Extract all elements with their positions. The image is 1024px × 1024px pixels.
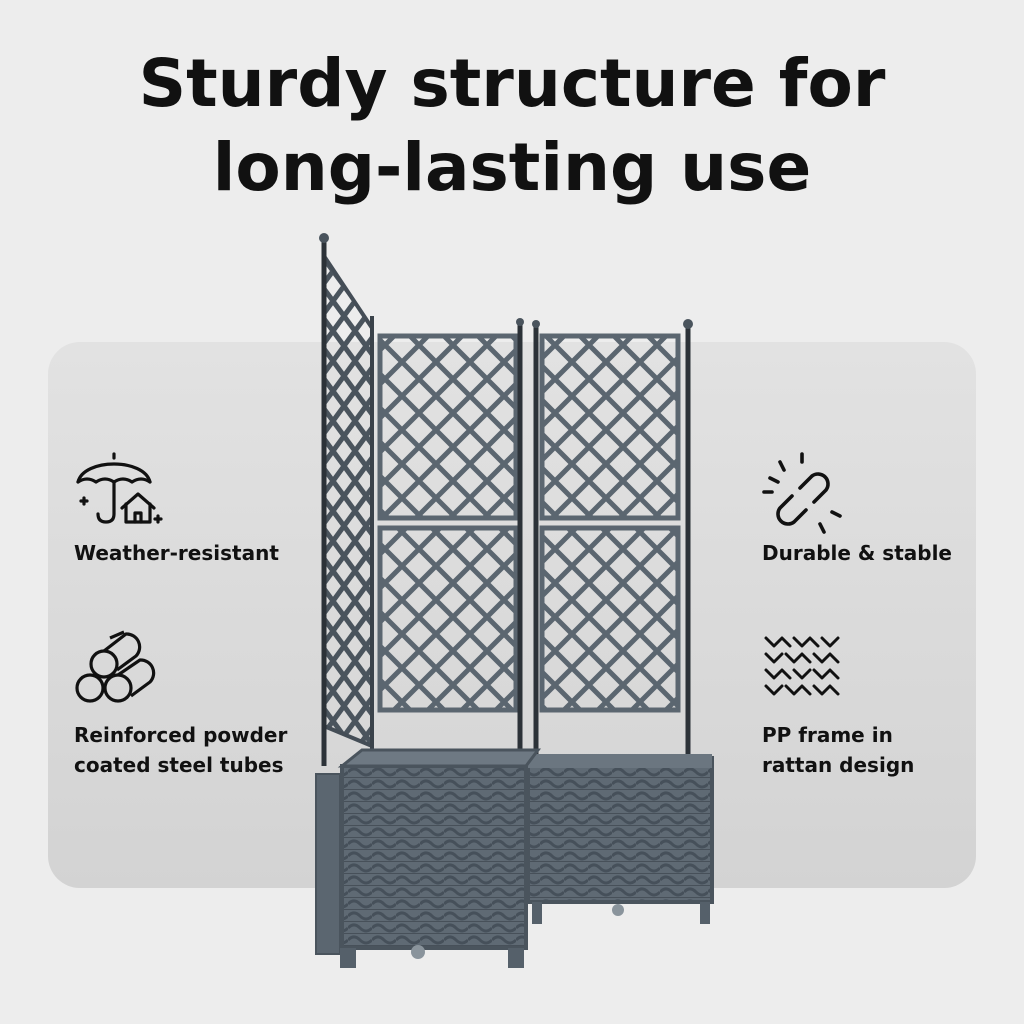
feature-steel-tubes: Reinforced powder coated steel tubes	[74, 630, 314, 780]
rattan-weave-icon	[764, 636, 840, 696]
planter-with-trellis-image	[315, 233, 714, 968]
feature-label: Weather-resistant	[74, 541, 279, 565]
headline-line-2: long-lasting use	[212, 129, 812, 206]
umbrella-house-icon	[76, 452, 163, 524]
feature-durable-stable: Durable & stable	[762, 452, 982, 582]
feature-label: Reinforced powder coated steel tubes	[74, 723, 288, 777]
feature-weather-resistant: Weather-resistant	[74, 452, 314, 582]
headline-line-1: Sturdy structure for	[138, 45, 886, 122]
chain-link-icon	[762, 452, 842, 534]
feature-label: Durable & stable	[762, 541, 952, 565]
feature-rattan-design: PP frame in rattan design	[762, 630, 982, 780]
steel-tubes-icon	[75, 630, 156, 703]
feature-label: PP frame in rattan design	[762, 723, 915, 777]
headline: Sturdy structure for long-lasting use	[0, 42, 1024, 210]
